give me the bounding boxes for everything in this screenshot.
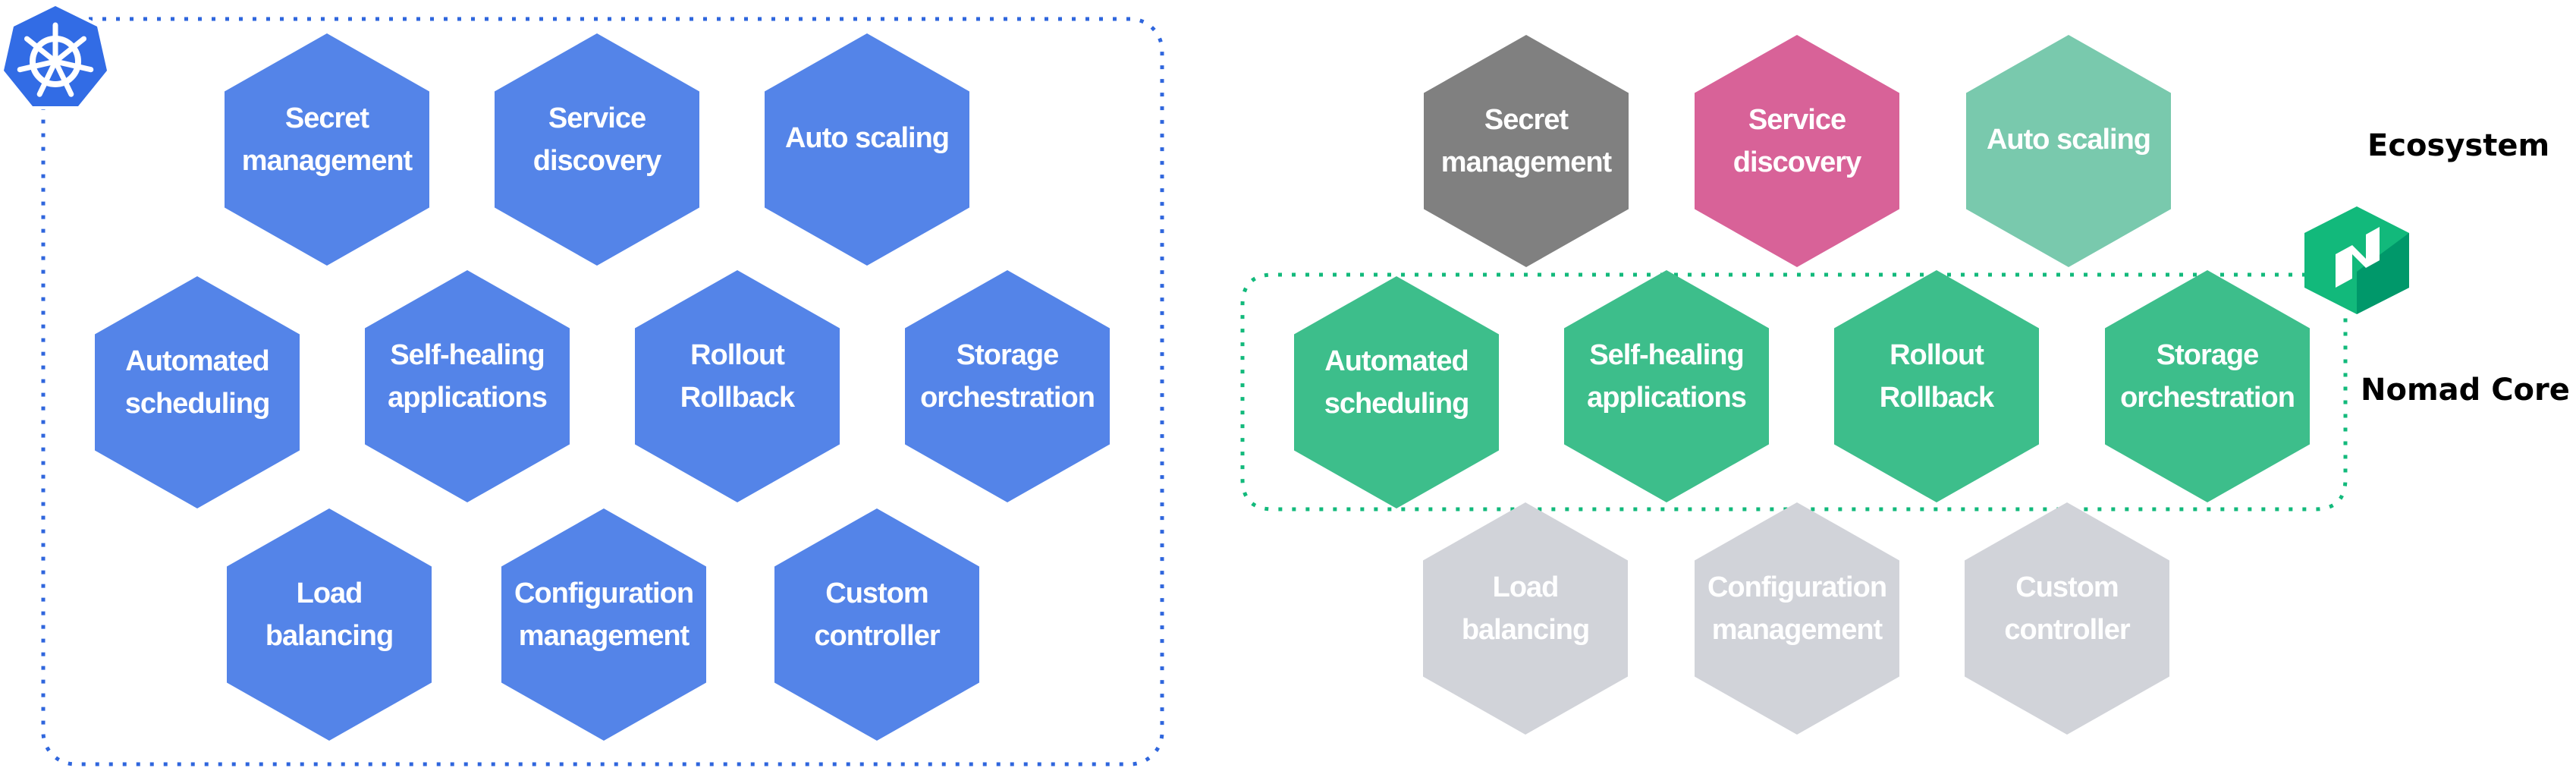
hexagon-shape: [905, 270, 1110, 502]
unsupported-feature-hexagon: Custom controller: [1965, 502, 2169, 735]
wheel-spoke: [57, 59, 94, 73]
hexagon-label-line: discovery: [1733, 146, 1861, 178]
hexagon-label-line: management: [1441, 146, 1613, 178]
hexagon-label-line: management: [519, 620, 690, 652]
hexagon-label-line: Secret: [1484, 104, 1569, 136]
hexagon-label-line: balancing: [265, 620, 393, 652]
hexagon-label-line: Automated: [125, 345, 269, 377]
hexagon-shape: [1695, 502, 1899, 735]
hexagon-label-line: Custom: [825, 578, 928, 609]
hexagon-label-line: Rollout: [1890, 339, 1984, 371]
hexagon-label-line: management: [242, 145, 413, 177]
hexagon-shape: [227, 508, 432, 741]
hexagon-label-line: applications: [1587, 382, 1746, 414]
hexagon-label-line: orchestration: [920, 382, 1095, 414]
kubernetes-feature-hexagon: Custom controller: [774, 508, 979, 741]
nomad-core-label: Nomad Core: [2361, 373, 2570, 408]
hexagon-shape: [765, 33, 969, 266]
hexagon-label-line: Rollback: [1880, 382, 1995, 414]
hexagon-label-line: Self-healing: [1589, 339, 1743, 371]
hexagon-label-line: applications: [388, 382, 547, 414]
nomad-core-group: Automated scheduling Self-healing applicati…: [1294, 270, 2310, 508]
hexagon-shape: [1423, 502, 1628, 735]
hexagon-label-line: orchestration: [2120, 382, 2295, 414]
kubernetes-feature-hexagon: Storage orchestration: [905, 270, 1110, 502]
hexagon-shape: [774, 508, 979, 741]
kubernetes-feature-hexagon: Automated scheduling: [95, 276, 300, 508]
hexagon-label-line: controller: [814, 620, 940, 652]
nomad-core-hexagon: Storage orchestration: [2105, 270, 2310, 502]
hexagon-shape: [1294, 276, 1499, 508]
hexagon-label-line: Rollback: [680, 382, 796, 414]
hexagon-shape: [1424, 35, 1629, 267]
wheel-spoke: [36, 62, 56, 97]
kubernetes-feature-hexagon: Configuration management: [501, 508, 706, 741]
hexagon-shape: [1965, 502, 2169, 735]
hexagon-label-line: scheduling: [125, 388, 270, 420]
hexagon-label-line: Load: [297, 578, 363, 609]
hexagon-shape: [1695, 35, 1899, 267]
hexagon-label-line: Storage: [957, 339, 1058, 371]
hexagon-label-line: Auto scaling: [785, 122, 949, 154]
hexagon-shape: [365, 270, 570, 502]
wheel-spoke: [17, 59, 54, 73]
hexagon-label-line: Storage: [2157, 339, 2258, 371]
hexagon-label-line: Auto scaling: [1987, 124, 2150, 156]
kubernetes-feature-hexagon: Service discovery: [495, 33, 699, 266]
hexagon-shape: [501, 508, 706, 741]
kubernetes-boundary: [41, 17, 1164, 766]
hexagon-label-line: management: [1712, 614, 1883, 646]
hexagon-label-line: Custom: [2015, 571, 2118, 603]
kubernetes-feature-hexagon: Self-healing applications: [365, 270, 570, 502]
nomad-core-hexagon: Automated scheduling: [1294, 276, 1499, 508]
hexagon-label-line: scheduling: [1324, 388, 1469, 420]
wheel-spoke: [56, 36, 86, 61]
hexagon-shape: [95, 276, 300, 508]
hexagon-shape: [2105, 270, 2310, 502]
hexagon-label-line: Load: [1493, 571, 1559, 603]
hexagon-label-line: discovery: [533, 145, 661, 177]
hexagon-shape: [1966, 35, 2171, 267]
nomad-ecosystem-group: Secret management Service discovery Auto sca…: [1424, 35, 2171, 267]
nomad-logo-icon: [2304, 206, 2409, 314]
hexagon-label-line: Configuration: [1707, 571, 1886, 603]
unsupported-feature-hexagon: Configuration management: [1695, 502, 1899, 735]
ecosystem-hexagon: Service discovery: [1695, 35, 1899, 267]
hexagon-label-line: Service: [1748, 104, 1846, 136]
hexagon-shape: [1564, 270, 1769, 502]
ecosystem-label: Ecosystem: [2367, 128, 2549, 163]
hexagon-label-line: balancing: [1462, 614, 1589, 646]
kubernetes-feature-hexagon: Auto scaling: [765, 33, 969, 266]
hexagon-shape: [635, 270, 840, 502]
kubernetes-feature-group: Secret management Service discovery Auto sca…: [95, 33, 1110, 741]
hexagon-shape: [1834, 270, 2039, 502]
ecosystem-hexagon: Secret management: [1424, 35, 1629, 267]
wheel-spoke: [24, 36, 55, 61]
ecosystem-hexagon: Auto scaling: [1966, 35, 2171, 267]
hexagon-label-line: controller: [2004, 614, 2130, 646]
nomad-core-hexagon: Self-healing applications: [1564, 270, 1769, 502]
nomad-unsupported-group: Load balancing Configuration management Cust…: [1423, 502, 2169, 735]
wheel-spoke: [55, 62, 74, 97]
hexagon-shape: [225, 33, 429, 266]
kubernetes-logo-icon: [1, 3, 110, 109]
kubernetes-feature-hexagon: Secret management: [225, 33, 429, 266]
hexagon-label-line: Rollout: [690, 339, 785, 371]
unsupported-feature-hexagon: Load balancing: [1423, 502, 1628, 735]
hexagon-label-line: Service: [548, 102, 646, 134]
hexagon-label-line: Self-healing: [390, 339, 544, 371]
hexagon-label-line: Configuration: [514, 578, 693, 609]
hexagon-shape: [495, 33, 699, 266]
hexagon-label-line: Automated: [1324, 345, 1468, 377]
hexagon-label-line: Secret: [285, 102, 370, 134]
kubernetes-feature-hexagon: Load balancing: [227, 508, 432, 741]
